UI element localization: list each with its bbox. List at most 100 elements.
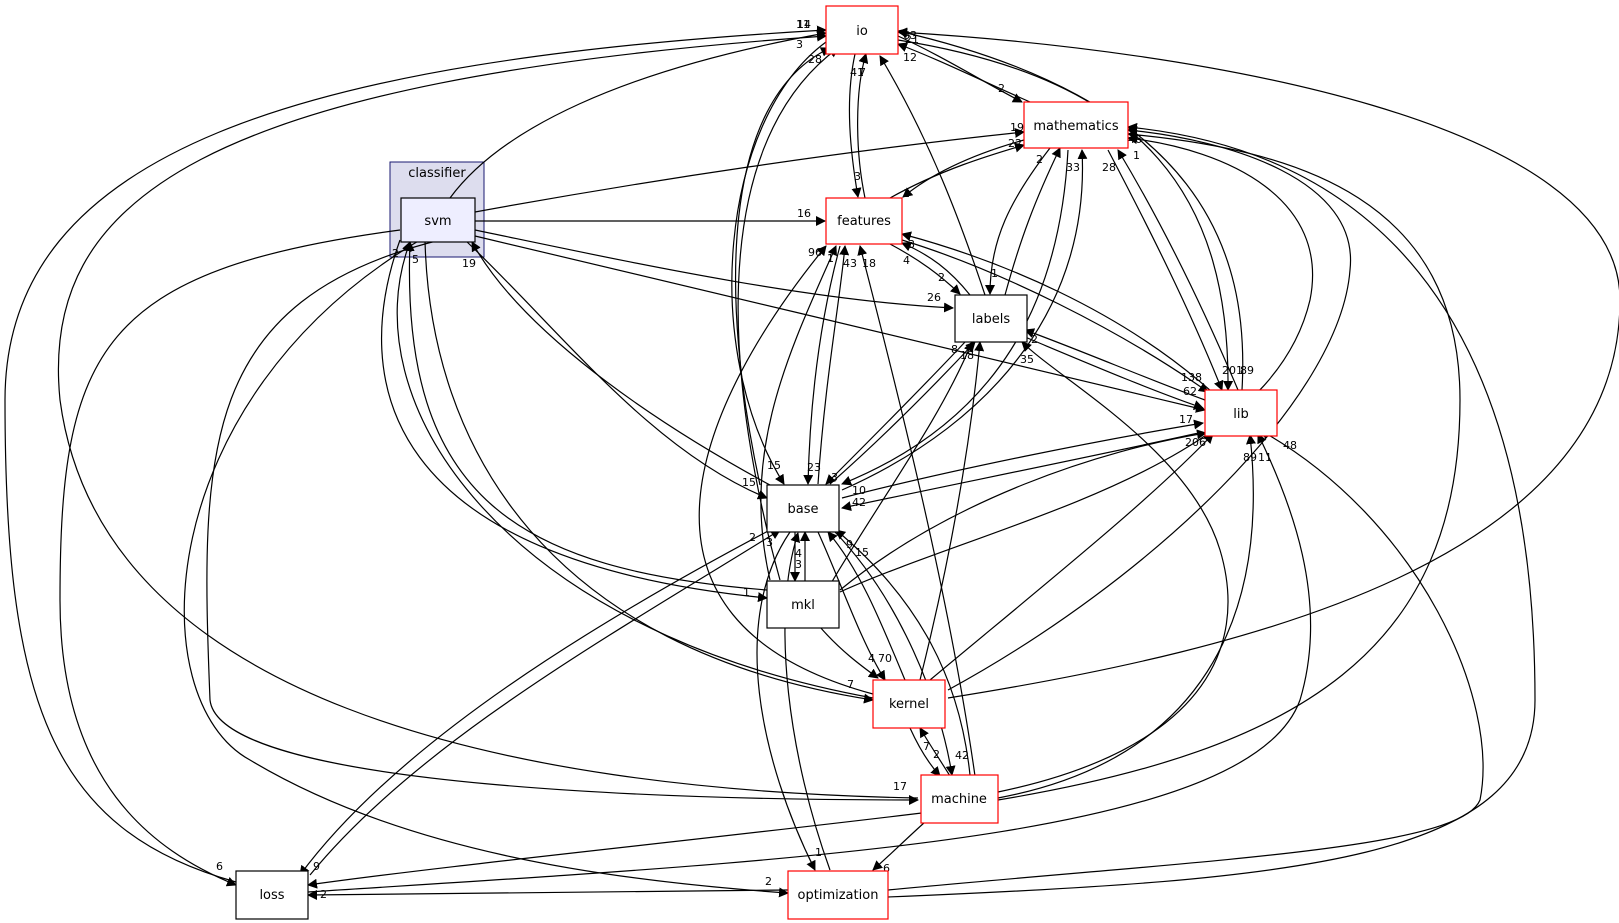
edge-label: 2 [938, 271, 945, 284]
edge-label: 19 [1010, 121, 1024, 134]
edge-label: 2 [765, 875, 772, 888]
edge-base-optimization [756, 531, 816, 871]
edge-label: 18 [862, 257, 876, 270]
edge-machine-features [857, 245, 976, 777]
edge-label: 9 [313, 860, 320, 873]
edge-optimization-lib [887, 429, 1484, 891]
edge-kernel-machine [909, 727, 941, 777]
cluster-label: classifier [408, 166, 466, 181]
node-labels-box [954, 294, 1028, 343]
edge-svm-labels [474, 229, 954, 313]
edge-kernel-base [827, 531, 906, 681]
edge-label: 9 [846, 538, 853, 551]
edge-label: 3 [908, 238, 915, 251]
edge-lib-labels [1024, 328, 1206, 401]
node-labels[interactable]: labels [954, 294, 1028, 343]
node-optimization-box [787, 870, 889, 920]
edge-label: 3 [795, 558, 802, 571]
edge-labels-lib [1024, 336, 1204, 410]
edge-base-loss [299, 529, 771, 876]
edge-mathematics-lib [1107, 149, 1224, 391]
node-features[interactable]: features [825, 197, 903, 245]
edge-labels-mathematics [1004, 147, 1061, 296]
edge-label: 1 [815, 846, 822, 859]
edge-base-kernel [817, 531, 886, 681]
edge-label: 62 [1183, 385, 1197, 398]
node-kernel-label: kernel [889, 697, 929, 712]
node-lib[interactable]: lib [1204, 389, 1278, 437]
edge-label: 201 [1222, 364, 1243, 377]
node-loss-box [235, 870, 309, 920]
edge-base-labels [829, 341, 976, 485]
edge-machine-optimization [872, 821, 926, 871]
edge-loss-base [309, 529, 781, 876]
edge-label: 23 [807, 461, 821, 474]
edge-label: 1 [743, 586, 750, 599]
edge-svm-io [449, 29, 827, 199]
edge-label: 16 [797, 207, 811, 220]
edges [4, 25, 1619, 900]
node-machine-label: machine [931, 792, 987, 807]
node-mkl[interactable]: mkl [766, 580, 840, 629]
edge-labels-features [901, 241, 971, 296]
edge-label: 12 [903, 51, 917, 64]
edge-machine-labels [997, 341, 1229, 793]
node-loss[interactable]: loss [235, 870, 309, 920]
edge-lib-features [901, 231, 1213, 393]
node-mathematics-box [1023, 101, 1129, 149]
edge-label: 2 [933, 748, 940, 761]
edge-label: 15 [855, 546, 869, 559]
edge-features-labels [889, 243, 961, 295]
edge-optimization-loss [307, 889, 789, 900]
edge-lib-mathematics [1117, 149, 1239, 391]
edge-label: 41 [850, 66, 864, 79]
node-svm-box [400, 197, 476, 243]
edge-label: 21 [905, 33, 919, 46]
edge-label: 17 [893, 780, 907, 793]
node-mathematics[interactable]: mathematics [1023, 101, 1129, 149]
node-features-label: features [837, 214, 891, 229]
node-base[interactable]: base [766, 484, 840, 533]
edge-base-svm [471, 241, 771, 486]
edge-label: 5 [412, 253, 419, 266]
edge-label: 1 [827, 252, 834, 265]
edge-kernel-features [698, 245, 874, 695]
node-kernel[interactable]: kernel [872, 679, 946, 729]
edge-label: 7 [847, 678, 854, 691]
edge-labels-base [825, 341, 966, 485]
edge-mathematics-features [902, 139, 1025, 198]
node-optimization-label: optimization [798, 888, 879, 903]
edge-label: 2 [998, 82, 1005, 95]
edge-label: 7 [859, 66, 866, 79]
node-svm[interactable]: svm [400, 197, 476, 243]
edge-features-lib [901, 239, 1209, 393]
node-machine[interactable]: machine [920, 774, 999, 824]
edge-kernel-io [897, 27, 1619, 699]
node-optimization[interactable]: optimization [787, 870, 889, 920]
edge-label: 46 [1128, 133, 1142, 146]
edge-label: 2 [392, 247, 399, 260]
node-io[interactable]: io [825, 5, 899, 55]
edge-base-features [817, 245, 850, 485]
edge-svm-machine [206, 239, 919, 805]
node-io-box [825, 5, 899, 55]
node-lib-label: lib [1233, 407, 1248, 422]
edge-label: 2 [320, 888, 327, 901]
edge-machine-mathematics [997, 129, 1461, 801]
edge-lib-io [897, 28, 1244, 391]
edge-mkl-svm [404, 241, 768, 591]
node-base-box [766, 484, 840, 533]
edge-label: 3 [831, 471, 838, 484]
edge-svm-base [464, 239, 768, 500]
node-kernel-box [872, 679, 946, 729]
edge-base-lib [841, 419, 1204, 499]
edge-mkl-lib [839, 429, 1207, 591]
edge-label: 10 [852, 484, 866, 497]
node-mkl-label: mkl [791, 598, 815, 613]
edge-label: 33 [1066, 161, 1080, 174]
edge-mkl-mathematics [839, 134, 1313, 593]
edge-label: 8 [951, 343, 958, 356]
edge-label: 28 [1102, 161, 1116, 174]
edge-label: 2 [1036, 153, 1043, 166]
